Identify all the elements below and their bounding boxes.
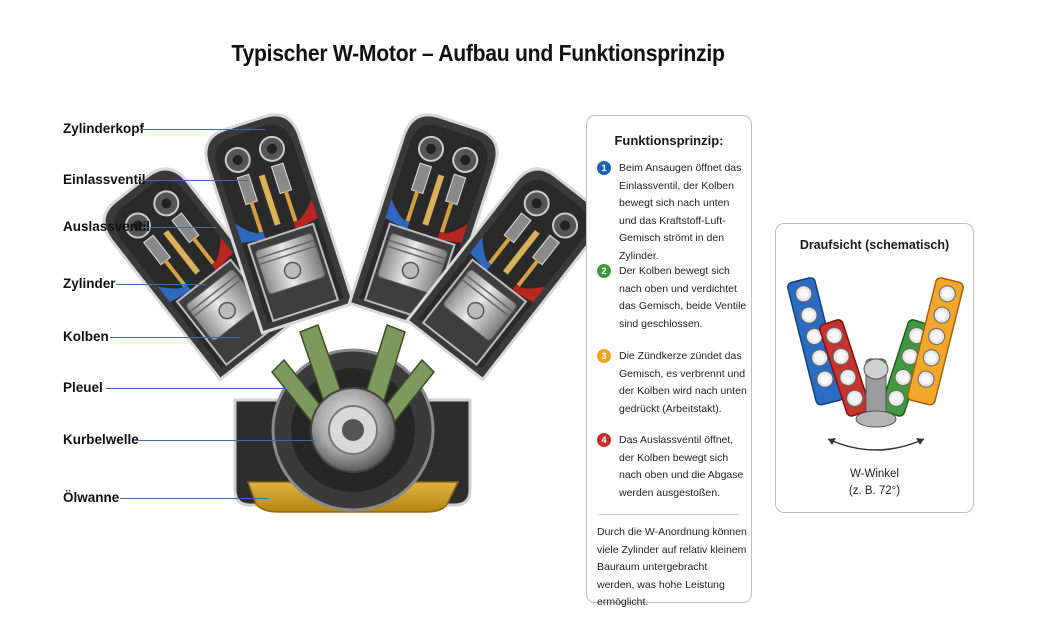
label-kolben: Kolben	[63, 329, 109, 344]
engine-cutaway-illustration	[92, 106, 600, 513]
label-pleuel: Pleuel	[63, 380, 103, 395]
step-number-badge: 1	[597, 161, 611, 175]
function-principle-panel: Funktionsprinzip: 1 Beim Ansaugen öffnet…	[586, 115, 752, 608]
top-view-title: Draufsicht (schematisch)	[799, 238, 950, 252]
w-angle-label: W-Winkel	[850, 468, 899, 480]
w-angle-value: (z. B. 72°)	[848, 485, 901, 497]
leader-line	[120, 498, 268, 499]
label-kurbelwelle: Kurbelwelle	[63, 432, 139, 447]
label-auslassventil: Auslassventil	[63, 219, 151, 234]
label-zylinder: Zylinder	[63, 276, 116, 291]
panel-divider	[599, 514, 739, 515]
leader-line	[110, 337, 240, 338]
top-view-schematic	[787, 277, 964, 451]
step-text: Die Zündkerze zündet das Gemisch, es ver…	[619, 350, 747, 415]
leader-line	[106, 388, 286, 389]
leader-line	[140, 129, 265, 130]
top-view-panel: Draufsicht (schematisch)	[775, 223, 974, 513]
function-panel-title: Funktionsprinzip:	[614, 133, 724, 148]
leader-line	[141, 227, 216, 228]
label-oelwanne: Ölwanne	[63, 490, 120, 505]
label-zylinderkopf: Zylinderkopf	[63, 121, 145, 136]
label-einlassventil: Einlassventil	[63, 172, 146, 187]
step-text: Beim Ansaugen öffnet das Einlassventil, …	[619, 162, 742, 262]
step-number-badge: 2	[597, 264, 611, 278]
step-number-badge: 4	[597, 433, 611, 447]
page-title: Typischer W-Motor – Aufbau und Funktions…	[231, 40, 725, 66]
leader-line	[136, 440, 316, 441]
step-number-badge: 3	[597, 349, 611, 363]
leader-line	[116, 284, 206, 285]
step-text: Der Kolben bewegt sich nach oben und ver…	[619, 265, 747, 330]
step-text: Das Auslassventil öffnet, der Kolben bew…	[619, 434, 744, 499]
leader-line	[138, 180, 248, 181]
summary-text: Durch die W-Anordnung können viele Zylin…	[597, 526, 747, 608]
